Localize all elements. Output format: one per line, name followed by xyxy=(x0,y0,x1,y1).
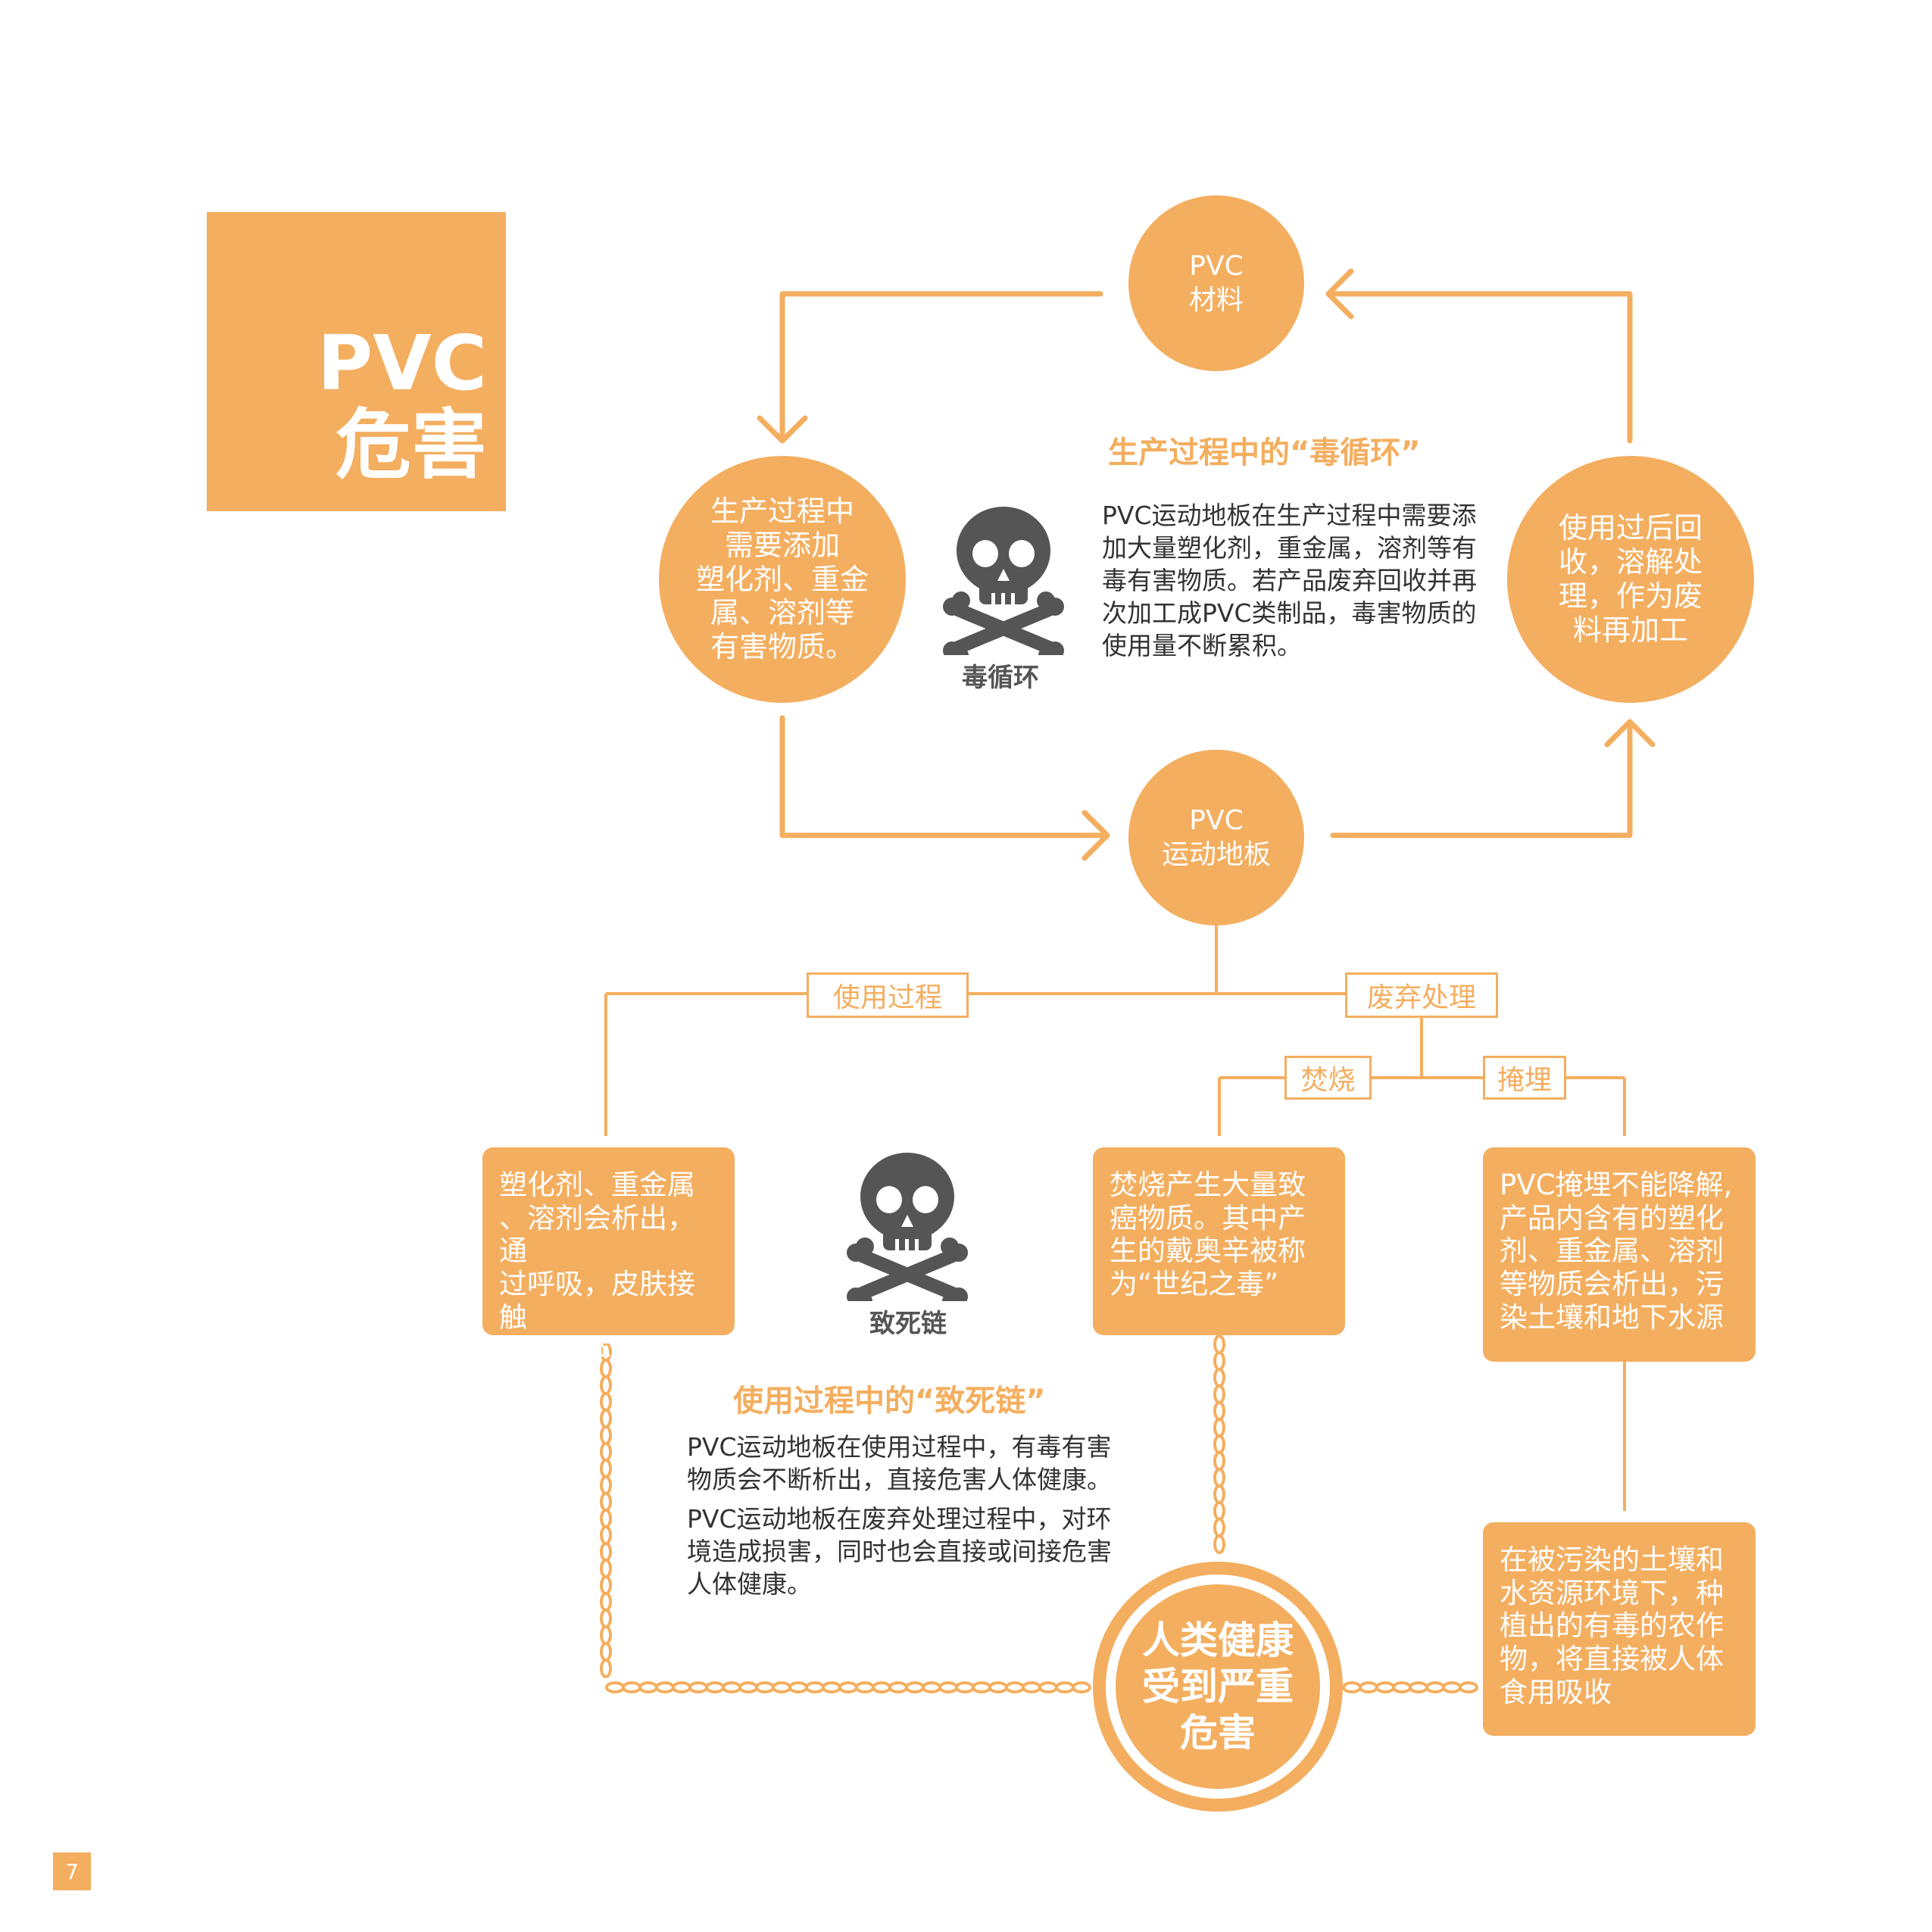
chain-link xyxy=(1359,1681,1378,1693)
node-production: 生产过程中 需要添加 塑化剂、重金 属、溶剂等 有害物质。 xyxy=(659,456,906,703)
skull-crossbones-icon xyxy=(943,504,1064,663)
chain-paragraph-waste: PVC运动地板在废弃处理过程中，对环 境造成损害，同时也会直接或间接危害 人体健… xyxy=(687,1504,1112,1599)
title-block: PVC 危害 xyxy=(207,212,506,511)
chain-link xyxy=(1442,1681,1462,1693)
tag-landfill: 掩埋 xyxy=(1483,1056,1566,1100)
chain-paragraph-use: PVC运动地板在使用过程中，有毒有害 物质会不断析出，直接危害人体健康。 xyxy=(687,1432,1112,1494)
chain-link xyxy=(1213,1401,1225,1421)
arrowhead-right-icon xyxy=(1081,810,1110,861)
chain-link xyxy=(1213,1468,1225,1487)
arrowhead-left-icon xyxy=(1325,268,1354,320)
chain-link xyxy=(1392,1681,1412,1693)
chain-link xyxy=(1213,1334,1225,1354)
box-incineration-hazard: 焚烧产生大量致 癌物质。其中产 生的戴奥辛被称 为“世纪之毒” xyxy=(1093,1147,1345,1335)
node-recycle: 使用过后回 收，溶解处 理，作为废 料再加工 xyxy=(1507,456,1754,703)
chain-link xyxy=(1213,1501,1225,1521)
box-crop-hazard: 在被污染的土壤和 水资源环境下，种 植出的有毒的农作 物，将直接被人体 食用吸收 xyxy=(1483,1522,1756,1736)
chain-link xyxy=(1375,1681,1395,1693)
chain-link xyxy=(1213,1384,1225,1404)
title-line2: 危害 xyxy=(336,401,487,489)
tag-incineration: 焚烧 xyxy=(1284,1056,1372,1100)
skull-crossbones-icon xyxy=(847,1150,968,1309)
chain-link xyxy=(600,1659,612,1678)
chain-link xyxy=(1213,1434,1225,1454)
skull-label-chain: 致死链 xyxy=(869,1309,947,1339)
chain-link xyxy=(1213,1368,1225,1387)
chain-link xyxy=(1213,1451,1225,1471)
arrowhead-down-icon xyxy=(757,415,808,444)
cycle-paragraph: PVC运动地板在生产过程中需要添加大量塑化剂，重金属，溶剂等有毒有害物质。若产品… xyxy=(1102,501,1477,660)
node-human-health: 人类健康 受到严重 危害 xyxy=(1116,1584,1320,1789)
arrow-floor-to-recycle xyxy=(1330,720,1633,838)
tag-waste-process: 废弃处理 xyxy=(1345,972,1498,1018)
node-pvc-material: PVC 材料 xyxy=(1128,195,1304,371)
box-use-hazard: 塑化剂、重金属 、溶剂会析出，通 过呼吸，皮肤接触 而被人体吸收 xyxy=(482,1147,735,1366)
chain-link xyxy=(1072,1681,1091,1693)
node-pvc-material-label: PVC 材料 xyxy=(1188,251,1244,316)
chain-link xyxy=(1213,1534,1225,1554)
chain-heading: 使用过程中的“致死链” xyxy=(733,1384,1046,1419)
arrowhead-up-icon xyxy=(1604,719,1656,748)
chain-link xyxy=(1213,1518,1225,1537)
chain-link xyxy=(1425,1681,1445,1693)
node-recycle-label: 使用过后回 收，溶解处 理，作为废 料再加工 xyxy=(1558,511,1703,647)
tag-use-process: 使用过程 xyxy=(807,972,969,1018)
arrow-material-to-production xyxy=(779,291,1103,442)
node-pvc-floor: PVC 运动地板 xyxy=(1128,750,1304,925)
chain-link xyxy=(1409,1681,1428,1693)
chain-link xyxy=(1213,1418,1225,1437)
cycle-heading: 生产过程中的“毒循环” xyxy=(1108,435,1421,470)
page-number: 7 xyxy=(53,1852,91,1890)
node-production-label: 生产过程中 需要添加 塑化剂、重金 属、溶剂等 有害物质。 xyxy=(695,494,869,664)
node-pvc-floor-label: PVC 运动地板 xyxy=(1161,805,1271,870)
chain-link xyxy=(1459,1681,1478,1693)
arrow-recycle-to-material xyxy=(1327,291,1633,444)
title-line1: PVC xyxy=(317,319,487,407)
skull-label-cycle: 毒循环 xyxy=(962,663,1039,693)
arrow-production-to-floor xyxy=(779,715,1109,838)
chain-link xyxy=(1213,1484,1225,1504)
chain-link xyxy=(1342,1681,1362,1693)
box-landfill-hazard: PVC掩埋不能降解, 产品内含有的塑化 剂、重金属、溶剂 等物质会析出，污 染土… xyxy=(1483,1147,1756,1362)
node-human-health-label: 人类健康 受到严重 危害 xyxy=(1142,1618,1294,1755)
chain-link xyxy=(1213,1351,1225,1371)
